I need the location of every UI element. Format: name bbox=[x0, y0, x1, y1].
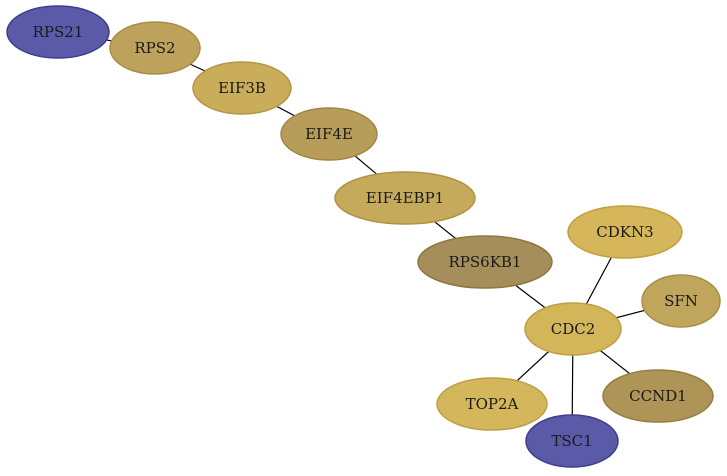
node-rps6kb1[interactable]: RPS6KB1 bbox=[417, 235, 553, 289]
node-sfn[interactable]: SFN bbox=[641, 274, 721, 328]
node-ccnd1[interactable]: CCND1 bbox=[602, 369, 714, 423]
node-eif4ebp1[interactable]: EIF4EBP1 bbox=[334, 171, 476, 225]
node-top2a[interactable]: TOP2A bbox=[436, 377, 548, 431]
node-shape-cdkn3 bbox=[567, 205, 683, 259]
node-shape-rps2 bbox=[109, 21, 201, 75]
node-label-cdc2: CDC2 bbox=[551, 320, 596, 338]
node-shape-top2a bbox=[436, 377, 548, 431]
node-eif4e[interactable]: EIF4E bbox=[280, 107, 378, 161]
node-shape-rps6kb1 bbox=[417, 235, 553, 289]
node-shape-ccnd1 bbox=[602, 369, 714, 423]
node-shape-eif4e bbox=[280, 107, 378, 161]
node-rps2[interactable]: RPS2 bbox=[109, 21, 201, 75]
node-label-rps6kb1: RPS6KB1 bbox=[449, 253, 522, 271]
node-shape-eif4ebp1 bbox=[334, 171, 476, 225]
node-shape-tsc1 bbox=[525, 414, 619, 468]
node-label-rps21: RPS21 bbox=[33, 23, 84, 41]
node-tsc1[interactable]: TSC1 bbox=[525, 414, 619, 468]
node-eif3b[interactable]: EIF3B bbox=[192, 61, 292, 115]
node-label-top2a: TOP2A bbox=[466, 395, 519, 413]
node-rps21[interactable]: RPS21 bbox=[6, 5, 110, 59]
node-label-eif3b: EIF3B bbox=[218, 79, 266, 97]
node-label-eif4e: EIF4E bbox=[305, 125, 353, 143]
node-shape-rps21 bbox=[6, 5, 110, 59]
node-shape-sfn bbox=[641, 274, 721, 328]
node-label-ccnd1: CCND1 bbox=[629, 387, 687, 405]
node-label-cdkn3: CDKN3 bbox=[596, 223, 653, 241]
node-label-rps2: RPS2 bbox=[134, 39, 175, 57]
node-label-tsc1: TSC1 bbox=[551, 432, 592, 450]
node-shape-eif3b bbox=[192, 61, 292, 115]
node-label-eif4ebp1: EIF4EBP1 bbox=[366, 189, 444, 207]
node-cdc2[interactable]: CDC2 bbox=[524, 302, 622, 356]
node-cdkn3[interactable]: CDKN3 bbox=[567, 205, 683, 259]
node-shape-cdc2 bbox=[524, 302, 622, 356]
node-label-sfn: SFN bbox=[664, 292, 698, 310]
